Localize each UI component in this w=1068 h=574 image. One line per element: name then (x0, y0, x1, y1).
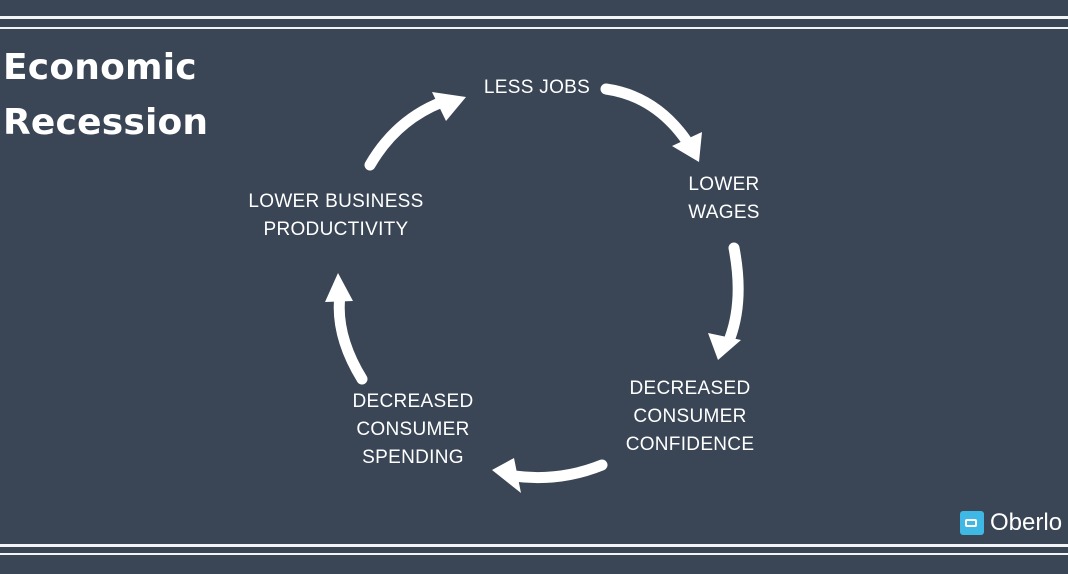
node-spending-line-3: SPENDING (362, 447, 464, 468)
arrowhead-confidence (708, 333, 741, 360)
top-border-line (0, 16, 1068, 19)
node-lower-business-productivity: LOWER BUSINESS PRODUCTIVITY (248, 188, 423, 244)
diagram-title: Economic Recession (3, 40, 208, 150)
node-productivity-line-2: PRODUCTIVITY (263, 219, 409, 240)
node-decreased-consumer-confidence: DECREASED CONSUMER CONFIDENCE (626, 375, 755, 459)
node-confidence-line-1: DECREASED (629, 378, 751, 399)
arrow-lower-wages-to-confidence (724, 242, 744, 344)
node-decreased-consumer-spending: DECREASED CONSUMER SPENDING (353, 388, 474, 472)
node-productivity-line-1: LOWER BUSINESS (248, 191, 424, 212)
title-line-1: Economic (3, 47, 197, 88)
node-confidence-line-2: CONSUMER (633, 406, 747, 427)
arrowhead-productivity (325, 273, 353, 302)
node-lower-wages-line-1: LOWER (688, 174, 760, 195)
arrow-spending-to-productivity (333, 289, 368, 385)
node-lower-wages-line-2: WAGES (688, 202, 760, 223)
node-less-jobs: LESS JOBS (484, 74, 590, 102)
arrowhead-lower-wages (672, 132, 702, 162)
bottom-border-line (0, 544, 1068, 547)
node-less-jobs-line-1: LESS JOBS (483, 77, 591, 98)
node-lower-wages: LOWER WAGES (688, 171, 760, 227)
node-confidence-line-3: CONFIDENCE (625, 434, 755, 455)
oberlo-logo-icon (960, 511, 984, 535)
title-line-2: Recession (3, 102, 209, 143)
bottom-border-line-thin (0, 553, 1068, 555)
oberlo-logo-text: Oberlo (990, 509, 1063, 536)
arrow-confidence-to-spending (508, 459, 608, 484)
arrowhead-less-jobs (432, 92, 466, 121)
node-spending-line-1: DECREASED (352, 391, 474, 412)
top-border-line-thin (0, 27, 1068, 29)
arrow-productivity-to-less-jobs (364, 96, 448, 171)
arrowhead-spending (492, 458, 521, 493)
node-spending-line-2: CONSUMER (356, 419, 470, 440)
oberlo-logo: Oberlo (960, 508, 1062, 538)
arrow-less-jobs-to-lower-wages (600, 83, 692, 146)
